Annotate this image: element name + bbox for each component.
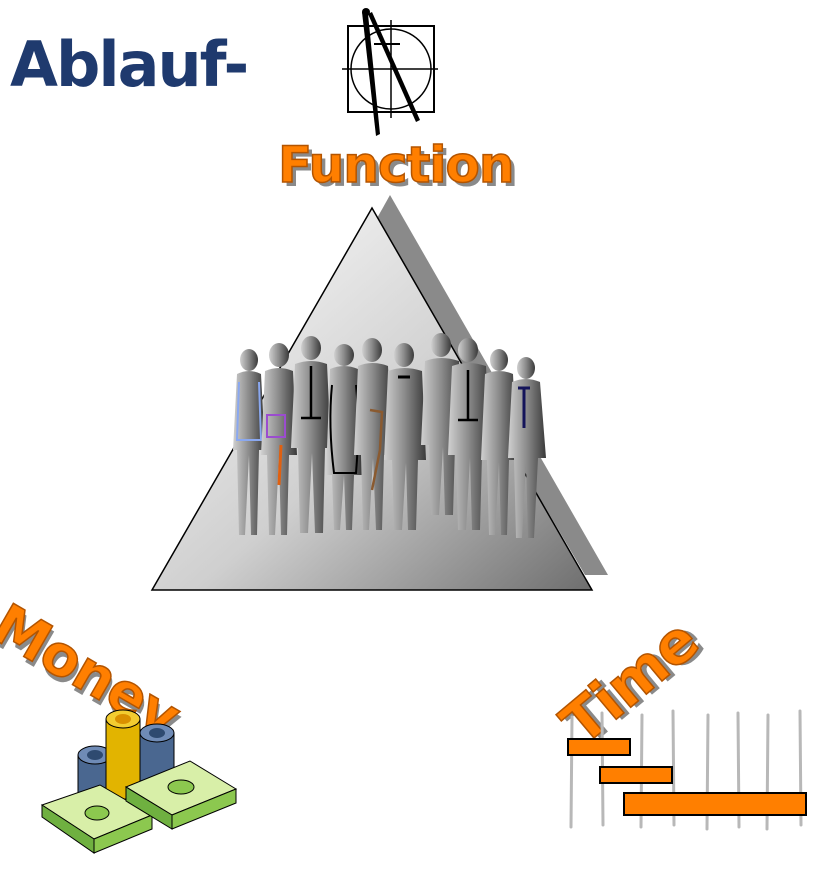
gantt-bar [599, 766, 673, 784]
gantt-chart-icon [567, 709, 807, 831]
banknote-stack-right [124, 760, 238, 830]
drafting-compass-icon [342, 8, 438, 136]
coins-and-banknotes-icon [40, 709, 238, 854]
function-label: Function [277, 135, 515, 195]
page-title: Ablauf- [10, 28, 249, 101]
gantt-bar [567, 738, 631, 756]
gantt-bar [623, 792, 807, 816]
people-group-icon [233, 333, 546, 538]
triangle-diagram [150, 195, 608, 591]
